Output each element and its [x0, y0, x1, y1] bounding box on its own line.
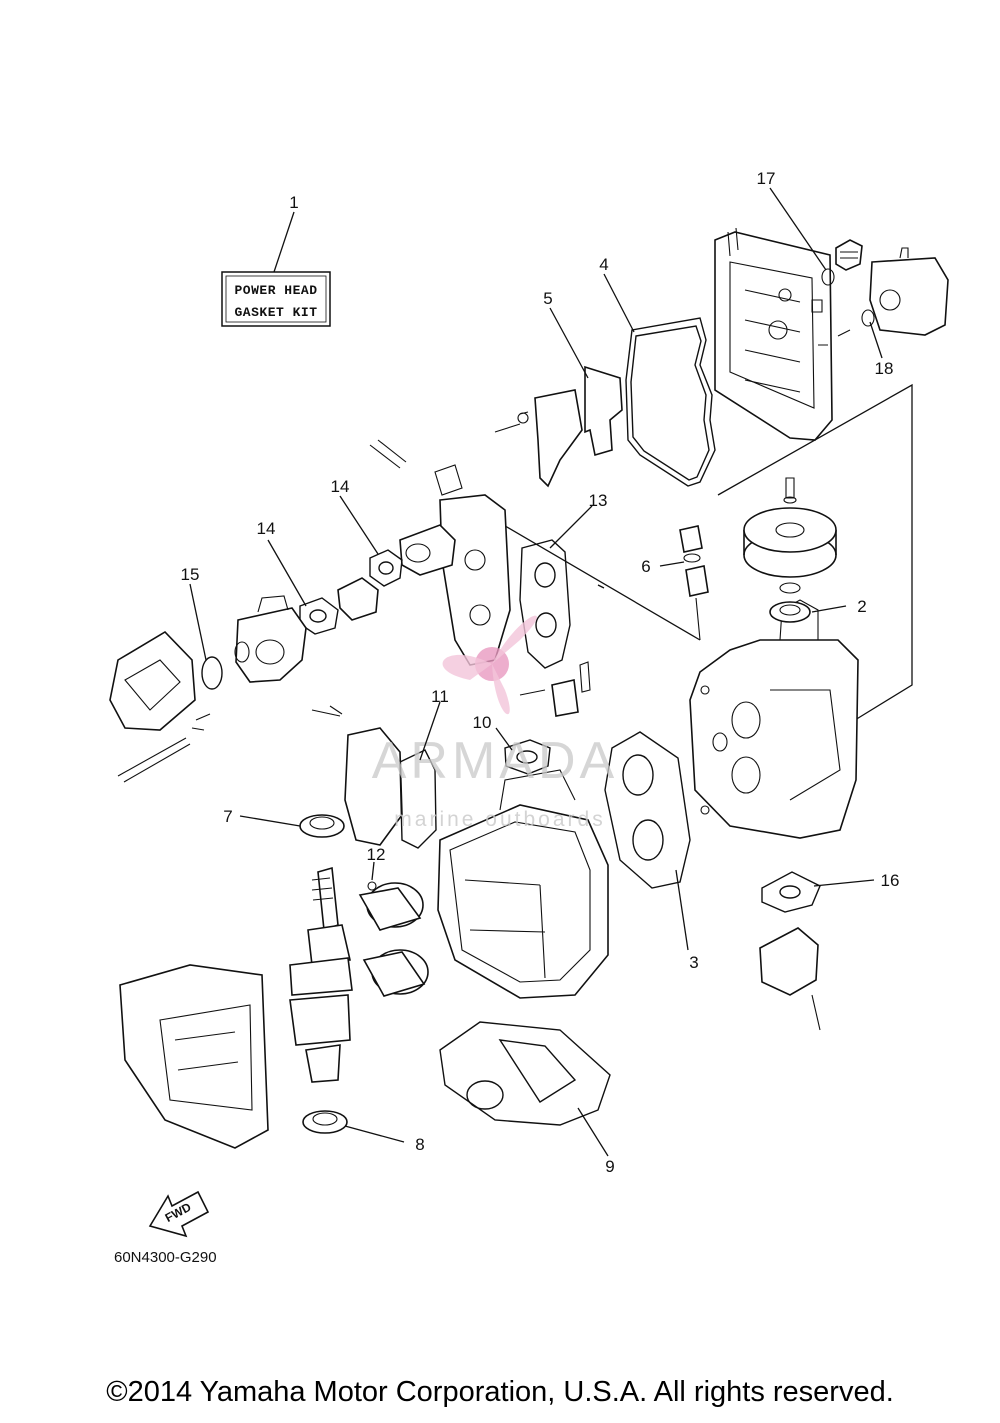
pin-12 [367, 881, 377, 891]
callout-2: 2 [857, 597, 866, 616]
leader-lines [189, 187, 883, 1157]
oil-seal-8 [302, 1110, 348, 1134]
thermostat-cover [811, 239, 949, 346]
cylinder-head-gasket [604, 731, 691, 889]
callout-10: 10 [473, 713, 492, 732]
cylinder-block [437, 769, 609, 999]
camshaft-pulley [743, 477, 837, 594]
callout-9: 9 [605, 1157, 614, 1176]
fwd-arrow: FWD [148, 1190, 210, 1238]
head-cover-gasket [625, 317, 716, 487]
callout-6: 6 [641, 557, 650, 576]
cylinder-head-cover [714, 227, 833, 441]
breather-plate [494, 365, 623, 488]
callout-3: 3 [689, 953, 698, 972]
oil-seal-7 [299, 814, 345, 838]
watermark-tagline: marine outboards [394, 808, 605, 831]
callout-14-upper: 14 [331, 477, 350, 496]
callout-4: 4 [599, 255, 608, 274]
drawing-code: 60N4300-G290 [114, 1249, 217, 1266]
watermark: ARMADA marine outboards [372, 615, 618, 831]
oil-pump-gasket [761, 871, 821, 913]
cylinder-head [689, 599, 859, 839]
head-cover-gasket-inner [630, 325, 710, 481]
copyright-notice: ©2014 Yamaha Motor Corporation, U.S.A. A… [106, 1376, 894, 1408]
callout-16: 16 [881, 871, 900, 890]
assembly-line-cover [717, 383, 913, 721]
gasket-kit-label: POWER HEAD GASKET KIT [221, 271, 331, 327]
oil-pump [759, 927, 821, 1031]
callout-12: 12 [367, 845, 386, 864]
anode-gasket [504, 739, 551, 775]
anode-cover [519, 661, 591, 717]
callout-18: 18 [875, 359, 894, 378]
watermark-logo [442, 615, 537, 715]
callout-1: 1 [289, 193, 298, 212]
crankshaft [289, 866, 353, 1083]
carburetor [234, 595, 307, 683]
callout-17: 17 [757, 169, 776, 188]
thermo-switch [679, 525, 709, 641]
exhaust-cover-gasket [399, 749, 437, 849]
oil-seal-2 [769, 601, 811, 623]
callout-15: 15 [181, 565, 200, 584]
pistons [358, 882, 429, 997]
assembly-line-intake [494, 519, 701, 641]
callout-14-lower: 14 [257, 519, 276, 538]
exhaust-guide-gasket [439, 1021, 611, 1126]
exhaust-cover [311, 705, 403, 846]
callout-11: 11 [431, 687, 449, 706]
callouts: 1 2 3 4 5 6 7 8 9 10 11 12 13 14 14 15 1… [181, 169, 900, 1176]
manifold-gasket [519, 539, 571, 669]
callout-13: 13 [589, 491, 608, 510]
watermark-brand: ARMADA [372, 732, 618, 790]
callout-5: 5 [543, 289, 552, 308]
callout-8: 8 [415, 1135, 424, 1154]
callout-7: 7 [223, 807, 232, 826]
crankcase [119, 964, 269, 1149]
kit-label-line1: POWER HEAD [234, 283, 317, 298]
intake-spacer [337, 577, 379, 621]
intake-gasket-upper [369, 549, 403, 587]
intake-silencer [109, 630, 211, 783]
kit-label-line2: GASKET KIT [234, 305, 317, 320]
carb-o-ring [201, 656, 223, 690]
